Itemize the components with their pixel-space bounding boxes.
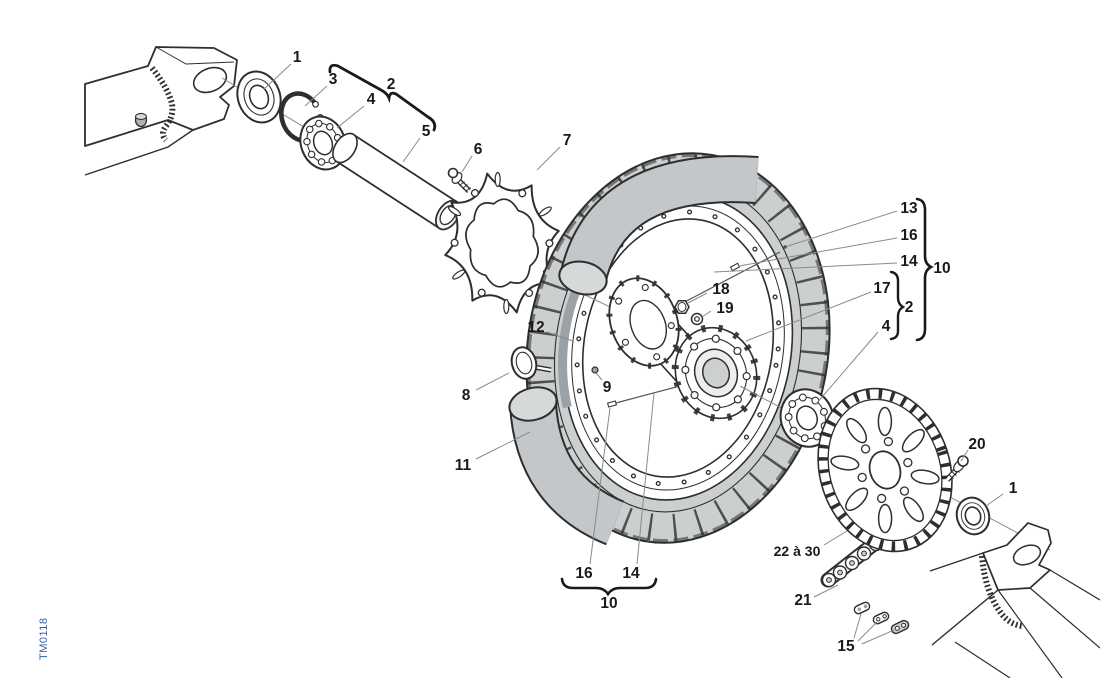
leader-lines bbox=[263, 63, 1004, 645]
washer bbox=[690, 312, 704, 326]
callout-wheel-group-right: 10 bbox=[933, 260, 950, 277]
sprocket-hub-flange bbox=[671, 324, 761, 422]
sprocket-cutouts bbox=[830, 406, 940, 534]
callout-rim: 13 bbox=[900, 200, 918, 217]
callout-washer: 19 bbox=[716, 300, 734, 317]
callout-spoke-bottom: 14 bbox=[622, 565, 640, 582]
hub-flange-left bbox=[606, 275, 682, 369]
nipple-9 bbox=[591, 366, 599, 374]
brace-wheel-group-bottom bbox=[560, 577, 658, 597]
callout-bearing-left: 4 bbox=[367, 91, 376, 108]
callout-seal-left: 1 bbox=[293, 49, 302, 66]
callout-mousse: 11 bbox=[455, 457, 472, 474]
callout-nipple-9: 9 bbox=[603, 379, 612, 396]
mousse-bottom-segment bbox=[508, 386, 625, 546]
mousse-top-segment bbox=[558, 155, 759, 296]
callout-spoke-right: 14 bbox=[900, 253, 918, 270]
disc-bolt bbox=[447, 167, 471, 193]
callout-rim-tape: 12 bbox=[527, 319, 544, 336]
callout-spacer: 5 bbox=[422, 123, 431, 140]
swingarm-left bbox=[84, 46, 238, 176]
callout-sprocket-bolt: 20 bbox=[968, 436, 985, 453]
callout-chain: 21 bbox=[794, 592, 812, 609]
callout-hub-flange: 17 bbox=[873, 280, 890, 297]
hub bbox=[606, 275, 761, 422]
callout-nipple-right: 16 bbox=[900, 227, 918, 244]
callout-bearing-right: 4 bbox=[882, 318, 891, 335]
doc-code: TM0118 bbox=[38, 617, 50, 660]
tread-blocks bbox=[526, 154, 830, 542]
callout-wheel-group-bottom: 10 bbox=[600, 595, 617, 612]
swingarm-right bbox=[929, 522, 1100, 678]
spoke-nipple-lower bbox=[607, 400, 617, 408]
callout-seal-right: 1 bbox=[1009, 480, 1018, 497]
master-link-parts bbox=[853, 601, 910, 635]
spacer-tube bbox=[332, 132, 461, 231]
weld-bead bbox=[149, 66, 176, 143]
axle-slot bbox=[192, 66, 228, 94]
brace-kit-top bbox=[328, 63, 437, 132]
callout-valve: 8 bbox=[462, 387, 471, 404]
callout-axle-nut: 18 bbox=[712, 281, 730, 298]
leader-dot bbox=[783, 245, 787, 249]
callout-nipple-bottom: 16 bbox=[575, 565, 593, 582]
sprocket-bolt-holes bbox=[857, 436, 913, 504]
callout-master-link: 15 bbox=[837, 638, 855, 655]
callout-kit-right: 2 bbox=[905, 299, 914, 316]
brace-kit-right bbox=[889, 270, 906, 341]
spoke-nipple-upper bbox=[729, 262, 741, 272]
rim-lock-valve bbox=[510, 346, 552, 380]
callout-circlip: 3 bbox=[329, 71, 338, 88]
rear-sprocket bbox=[817, 387, 953, 553]
oil-seal-right bbox=[955, 496, 991, 536]
callout-sprocket-range: 22 à 30 bbox=[774, 543, 821, 559]
oil-seal-left bbox=[236, 70, 282, 124]
brace-wheel-group-right bbox=[915, 197, 934, 342]
chain-roller-pin bbox=[134, 112, 148, 128]
callout-kit-top: 2 bbox=[387, 76, 396, 93]
callout-disc-bolt: 6 bbox=[474, 141, 483, 158]
braces bbox=[328, 63, 934, 597]
sprocket-bolt bbox=[944, 455, 969, 482]
axle-slot-right bbox=[1012, 544, 1042, 566]
callout-brake-disc: 7 bbox=[563, 132, 572, 149]
brake-disc bbox=[444, 171, 560, 315]
